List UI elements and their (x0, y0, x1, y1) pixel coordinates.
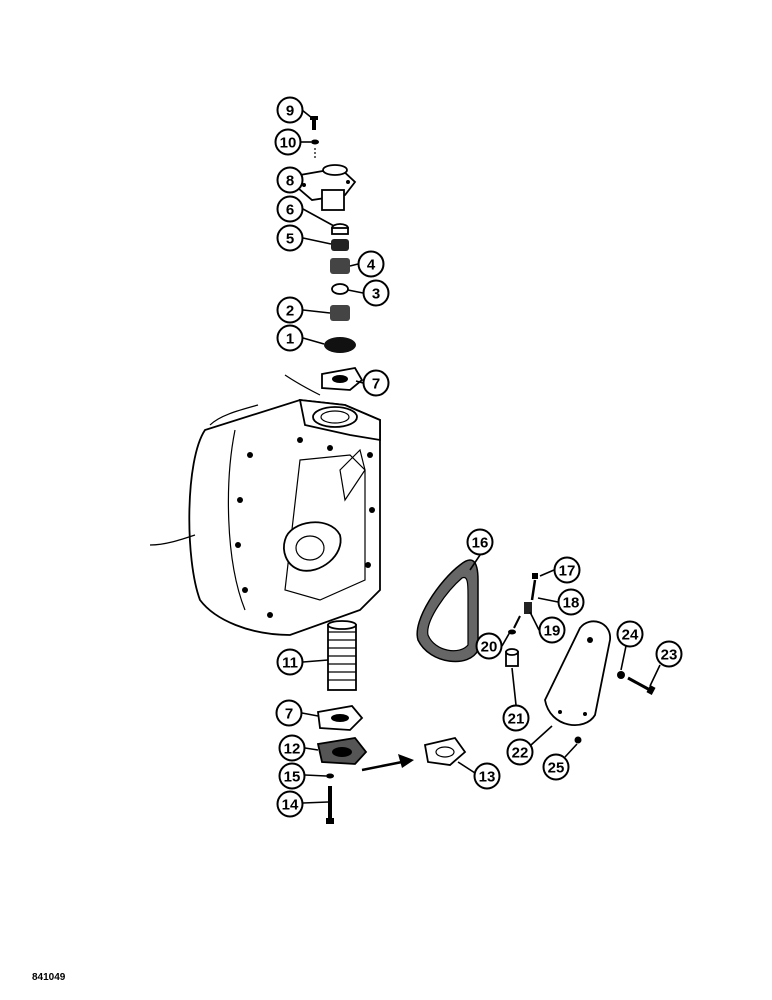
callout-label: 10 (280, 135, 297, 152)
callout-label: 23 (661, 647, 678, 664)
part-3-ring (331, 283, 349, 295)
part-11-bellows (327, 620, 357, 691)
part-13-flange (423, 736, 467, 766)
part-4-bushing (330, 258, 350, 274)
part-8-housing (297, 164, 357, 211)
callout-4: 4 (357, 250, 385, 278)
part-25-plug (574, 736, 582, 744)
callout-6: 6 (276, 195, 304, 223)
part-5-bearing (331, 239, 349, 251)
callout-19: 19 (538, 616, 566, 644)
callout-label: 25 (548, 760, 565, 777)
callout-label: 2 (286, 303, 294, 320)
arrow-to-13 (361, 754, 414, 772)
callout-label: 7 (285, 706, 293, 723)
callout-17: 17 (553, 556, 581, 584)
callout-7-upper: 7 (362, 369, 390, 397)
callout-7-lower: 7 (275, 699, 303, 727)
callout-label: 12 (284, 741, 301, 758)
callout-label: 9 (286, 103, 294, 120)
callout-5: 5 (276, 224, 304, 252)
callout-24: 24 (616, 620, 644, 648)
part-7-gasket-lower (317, 705, 364, 731)
part-7-gasket-upper (321, 367, 364, 391)
part-23-bolt (627, 676, 656, 695)
callout-11: 11 (276, 648, 304, 676)
callout-label: 14 (282, 797, 299, 814)
figure-id: 841049 (32, 972, 66, 983)
part-12-flange (316, 737, 368, 765)
callout-23: 23 (655, 640, 683, 668)
callout-label: 18 (563, 595, 580, 612)
callout-label: 15 (284, 769, 301, 786)
callout-label: 8 (286, 173, 294, 190)
part-24-washer (617, 671, 625, 679)
part-17-fitting (532, 573, 538, 579)
callout-label: 16 (472, 535, 489, 552)
callout-label: 1 (286, 331, 294, 348)
callout-16: 16 (466, 528, 494, 556)
callout-9: 9 (276, 96, 304, 124)
callout-2: 2 (276, 296, 304, 324)
callout-label: 11 (282, 655, 298, 672)
callout-10: 10 (274, 128, 302, 156)
callout-label: 17 (559, 563, 576, 580)
callout-label: 24 (622, 627, 639, 644)
callout-label: 3 (372, 286, 380, 303)
part-1-seal (324, 337, 356, 353)
part-2-bushing (330, 305, 350, 321)
part-15-washer (326, 773, 334, 779)
callout-14: 14 (276, 790, 304, 818)
callout-18: 18 (557, 588, 585, 616)
callout-label: 7 (372, 376, 380, 393)
callout-8: 8 (276, 166, 304, 194)
callout-25: 25 (542, 753, 570, 781)
callout-22: 22 (506, 738, 534, 766)
part-22-cover (544, 620, 611, 727)
leader-lines (301, 109, 661, 804)
callout-label: 20 (481, 639, 498, 656)
callout-label: 5 (286, 231, 294, 248)
part-6-seal (331, 223, 349, 235)
callout-label: 19 (544, 623, 561, 640)
callout-label: 22 (512, 745, 529, 762)
callout-15: 15 (278, 762, 306, 790)
gear-housing (149, 374, 381, 636)
callout-label: 6 (286, 202, 294, 219)
part-14-bolt (326, 786, 334, 824)
housing-bolts (235, 437, 375, 618)
part-18-tube (530, 579, 537, 601)
part-16-gasket (416, 559, 479, 663)
callout-20: 20 (475, 632, 503, 660)
callout-label: 4 (367, 257, 376, 274)
part-9-bolt (310, 116, 318, 130)
callout-12: 12 (278, 734, 306, 762)
callout-1: 1 (276, 324, 304, 352)
callout-3: 3 (362, 279, 390, 307)
callout-21: 21 (502, 704, 530, 732)
part-10-washer (311, 139, 319, 145)
callout-label: 13 (479, 769, 496, 786)
callout-13: 13 (473, 762, 501, 790)
callout-label: 21 (508, 711, 525, 728)
part-21-elbow (505, 648, 519, 667)
part-19-fitting (513, 602, 532, 629)
